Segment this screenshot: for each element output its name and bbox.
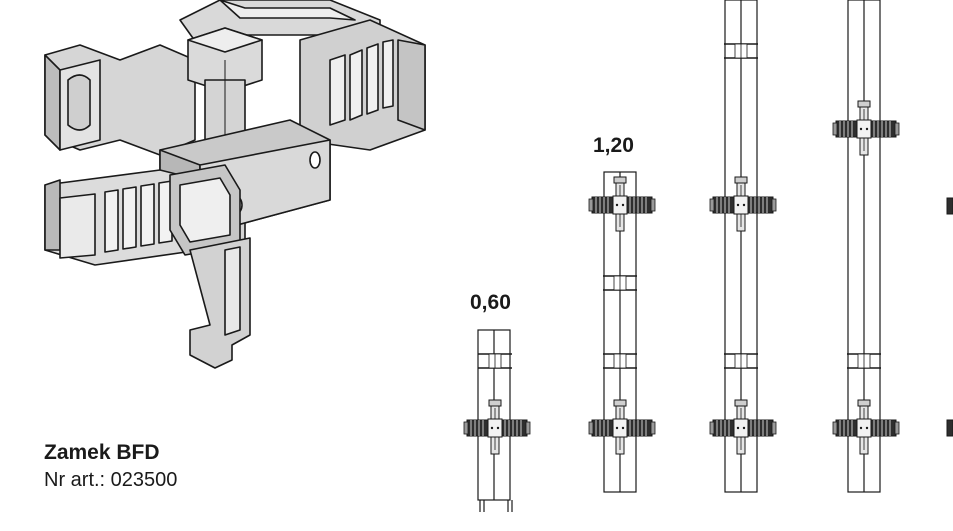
spacer-rail xyxy=(723,43,759,59)
elevation-cropped xyxy=(946,197,953,437)
clamp-elevation xyxy=(709,399,777,455)
clamp-elevation xyxy=(832,100,900,156)
dimension-label-small: 0,60 xyxy=(470,291,511,314)
spacer-rail xyxy=(723,353,759,369)
dimension-label-medium: 1,20 xyxy=(593,134,634,157)
spacer-rail xyxy=(602,353,638,369)
clamp-elevation xyxy=(832,399,900,455)
product-name: Zamek BFD xyxy=(44,441,160,464)
clamp-elevation xyxy=(588,176,656,232)
clamp-elevation xyxy=(709,176,777,232)
spacer-rail xyxy=(477,353,513,369)
article-number: Nr art.: 023500 xyxy=(44,469,178,491)
clamp-elevation xyxy=(588,399,656,455)
clamp-3d-illustration xyxy=(44,0,426,369)
spacer-rail xyxy=(602,275,638,291)
spacer-rail xyxy=(846,353,882,369)
clamp-elevation xyxy=(463,399,531,455)
